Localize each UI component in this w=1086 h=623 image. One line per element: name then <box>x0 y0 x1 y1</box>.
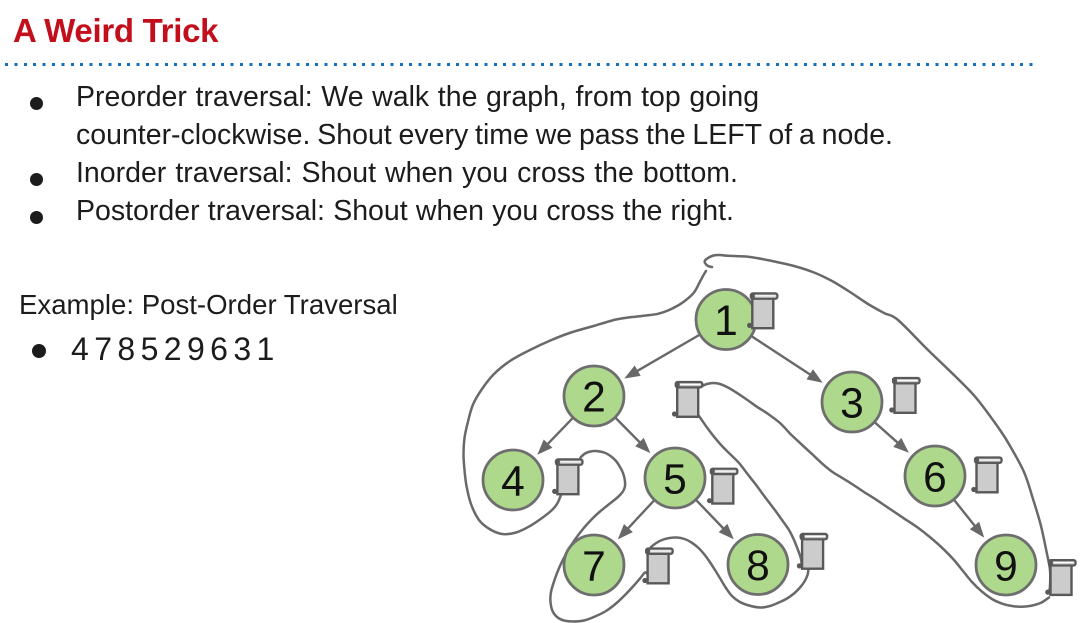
svg-text:9: 9 <box>994 543 1018 590</box>
svg-text:7: 7 <box>582 543 606 590</box>
svg-text:5: 5 <box>663 456 687 503</box>
svg-text:4: 4 <box>501 458 525 505</box>
svg-text:6: 6 <box>923 454 947 501</box>
svg-text:1: 1 <box>714 298 738 345</box>
svg-text:2: 2 <box>582 374 606 421</box>
svg-text:3: 3 <box>840 380 864 427</box>
svg-text:8: 8 <box>746 543 770 590</box>
